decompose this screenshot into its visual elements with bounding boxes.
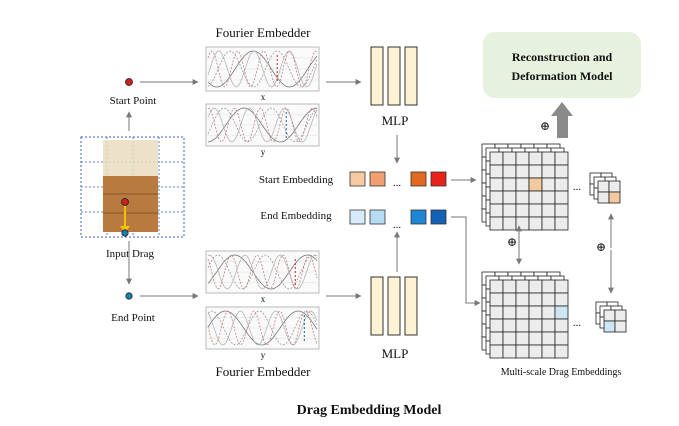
fourier-bottom-x-label: x <box>261 294 266 304</box>
grid-top-ellipsis: ... <box>573 181 582 193</box>
input-drag-image <box>80 136 185 238</box>
grid-end-large <box>481 271 569 359</box>
plus-icon-left: ⊕ <box>507 235 517 249</box>
start-token-2 <box>369 171 386 187</box>
mlp-top-block <box>370 46 418 106</box>
start-token-1 <box>349 171 366 187</box>
fourier-plot-bottom-x <box>205 250 320 294</box>
grid-start-large <box>481 143 569 231</box>
start-token-ellipsis: ... <box>393 177 402 189</box>
start-embedding-label: Start Embedding <box>259 174 334 186</box>
fourier-top-y-label: y <box>261 147 266 157</box>
fourier-embedder-bottom-title: Fourier Embedder <box>216 364 312 379</box>
end-token-2 <box>369 209 386 225</box>
fourier-plot-bottom-y <box>205 306 320 350</box>
start-embedding-tokens: ... <box>349 171 447 189</box>
fourier-embedder-top-title: Fourier Embedder <box>216 25 312 40</box>
end-token-4 <box>430 209 447 225</box>
end-token-ellipsis: ... <box>393 219 402 231</box>
fourier-bottom-y-label: y <box>261 350 266 360</box>
reconstruction-model-box <box>483 32 641 98</box>
end-token-1 <box>349 209 366 225</box>
mlp-bottom-label: MLP <box>382 346 409 361</box>
end-point-label: End Point <box>111 312 155 324</box>
input-drag-label: Input Drag <box>106 248 154 260</box>
mlp-bottom-block <box>370 276 418 336</box>
start-token-3 <box>410 171 427 187</box>
end-embedding-label: End Embedding <box>260 210 332 222</box>
end-token-3 <box>410 209 427 225</box>
end-embedding-tokens: ... <box>349 209 447 231</box>
end-point-marker <box>121 229 129 237</box>
start-point-dot <box>125 78 133 86</box>
reconstruction-label-line2: Deformation Model <box>512 69 614 83</box>
mlp-top-label: MLP <box>382 113 409 128</box>
grid-bottom-ellipsis: ... <box>573 317 582 329</box>
start-point-label: Start Point <box>110 95 157 107</box>
fourier-plot-top-y <box>205 103 320 147</box>
grid-start-small <box>589 172 621 204</box>
reconstruction-label-line1: Reconstruction and <box>512 50 613 64</box>
diagram-title: Drag Embedding Model <box>297 403 442 418</box>
grid-end-small <box>595 301 627 333</box>
plus-icon-top: ⊕ <box>540 119 550 133</box>
start-point-marker <box>121 198 129 206</box>
plus-icon-right: ⊕ <box>596 240 606 254</box>
start-token-4 <box>430 171 447 187</box>
end-point-dot <box>125 292 133 300</box>
thick-up-arrow-icon <box>551 102 573 138</box>
multi-scale-label: Multi-scale Drag Embeddings <box>501 367 622 378</box>
fourier-plot-top-x <box>205 46 320 92</box>
fourier-top-x-label: x <box>261 92 266 102</box>
